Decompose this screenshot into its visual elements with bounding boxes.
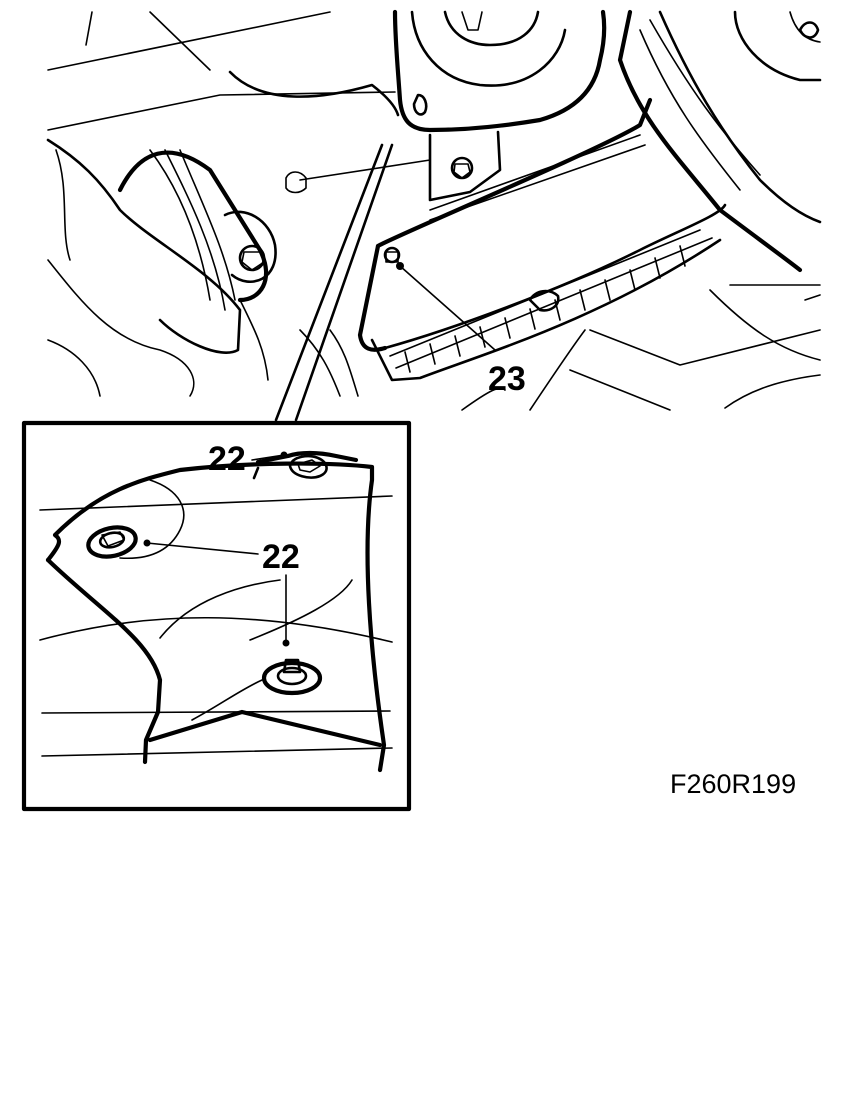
detail-frame bbox=[21, 420, 412, 812]
figure-reference-code: F260R199 bbox=[670, 769, 796, 799]
callout-22-middle: 22 bbox=[262, 538, 300, 576]
detail-inset: 22 22 bbox=[21, 420, 412, 812]
vent-slots bbox=[404, 245, 686, 373]
callout-23: 23 bbox=[488, 360, 526, 398]
detail-pointer bbox=[274, 143, 394, 422]
main-assembly-view: 23 bbox=[46, 9, 822, 411]
callout-22-top: 22 bbox=[208, 440, 246, 478]
screw-23-head bbox=[383, 246, 401, 264]
